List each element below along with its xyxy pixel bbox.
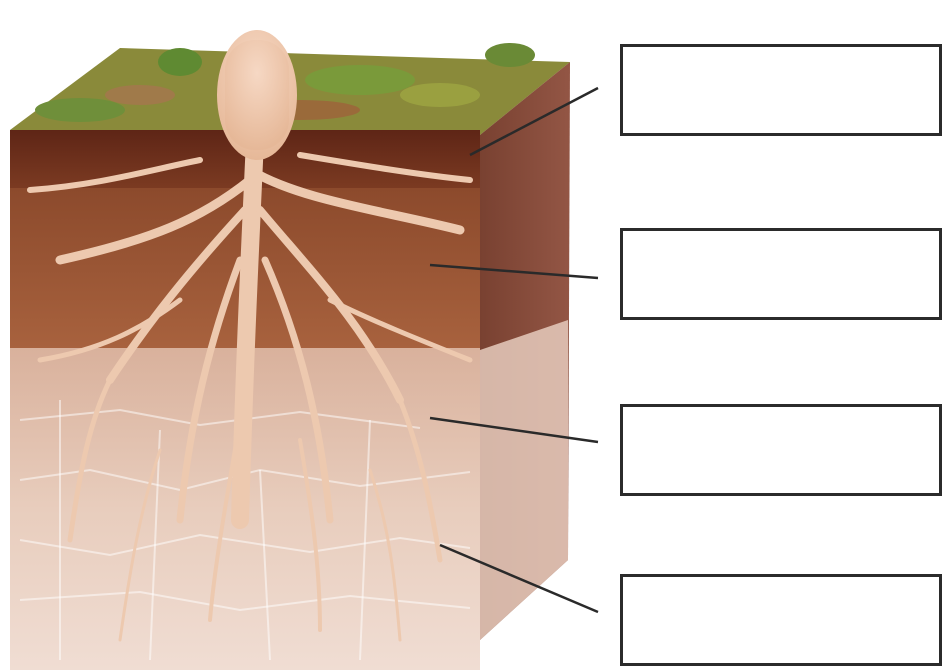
label-box-1[interactable] bbox=[620, 44, 942, 136]
label-box-2[interactable] bbox=[620, 228, 942, 320]
label-box-4[interactable] bbox=[620, 574, 942, 666]
label-box-3[interactable] bbox=[620, 404, 942, 496]
